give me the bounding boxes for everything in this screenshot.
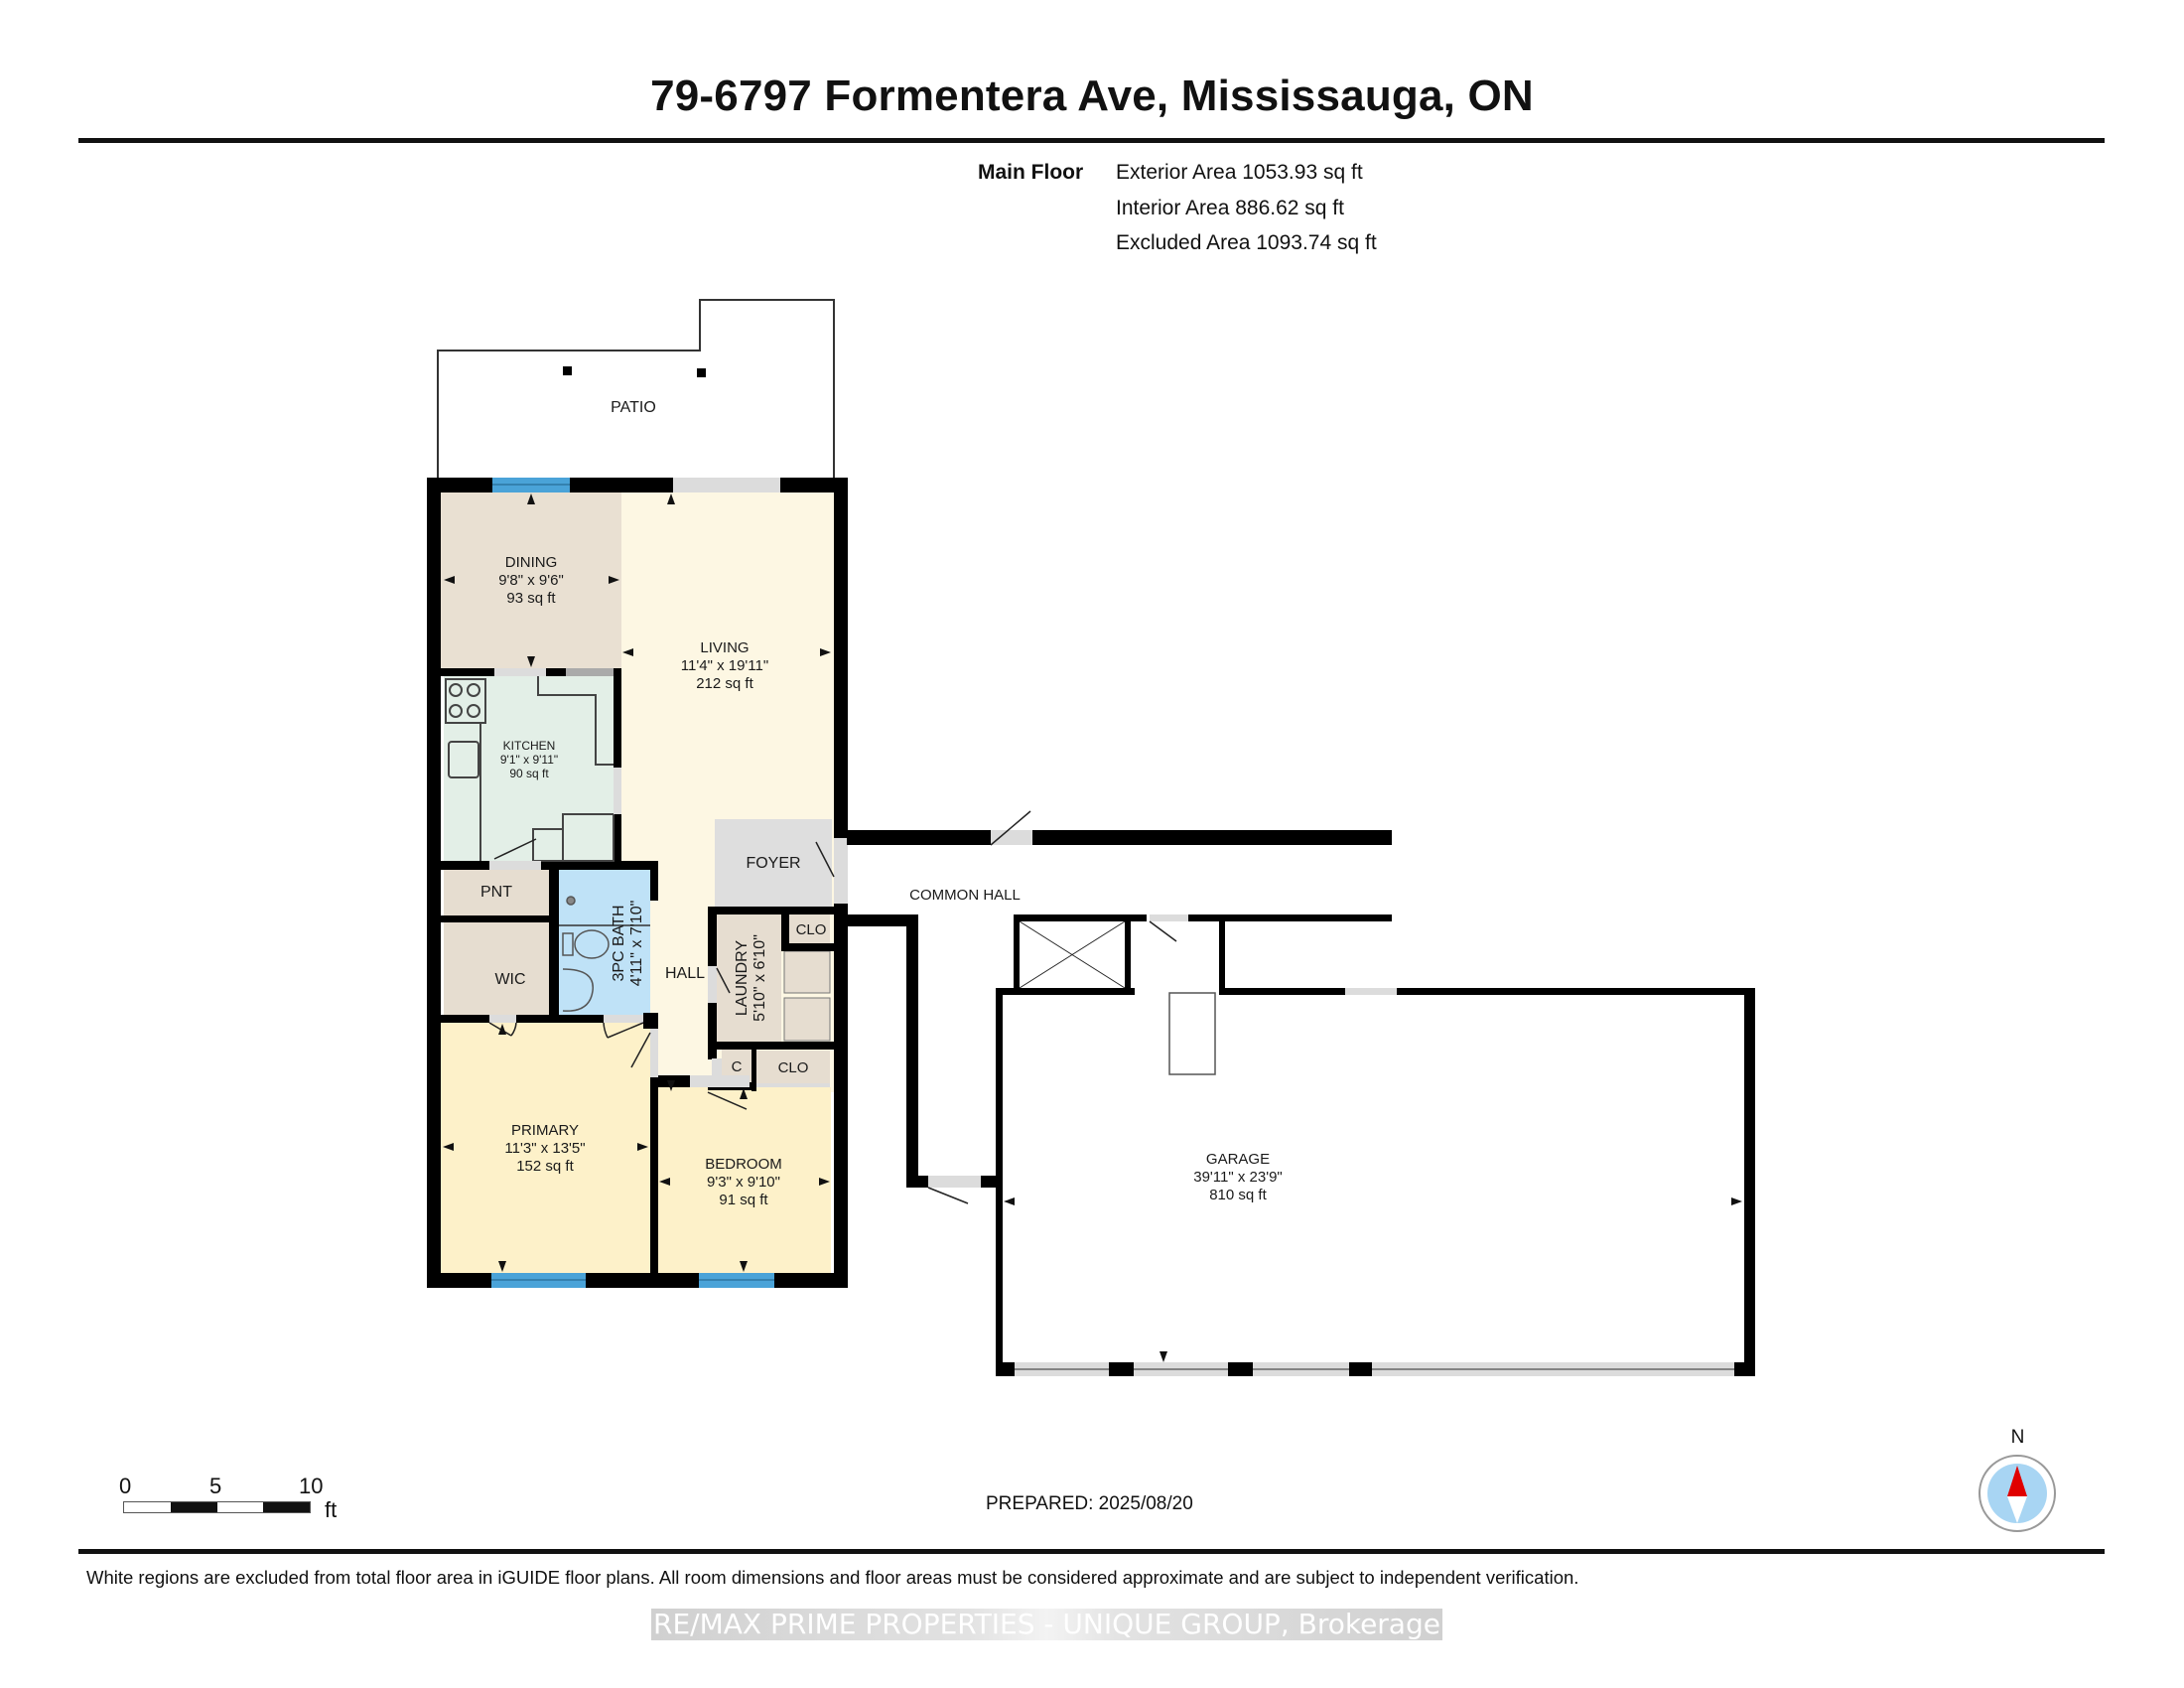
closet-foyer	[789, 912, 830, 945]
common-hall-label: COMMON HALL	[909, 887, 1021, 904]
exterior-area: Exterior Area 1053.93 sq ft	[1116, 161, 1363, 184]
foyer-label: FOYER	[746, 855, 800, 872]
primary-room	[440, 1023, 650, 1273]
primary-area: 152 sq ft	[516, 1158, 574, 1175]
scale-unit: ft	[325, 1497, 338, 1522]
toilet-icon	[574, 929, 610, 959]
kitchen-area: 90 sq ft	[509, 767, 549, 780]
post-icon	[697, 368, 706, 377]
excluded-area: Excluded Area 1093.74 sq ft	[1116, 231, 1377, 254]
foyer-room	[715, 819, 832, 909]
closet-bedroom	[756, 1051, 830, 1083]
common-hall-walls	[847, 830, 1755, 1188]
laundry-label: LAUNDRY	[734, 940, 751, 1017]
hall-label: HALL	[665, 965, 705, 982]
post-icon	[563, 366, 572, 375]
header-divider	[78, 138, 2105, 143]
living-area: 212 sq ft	[696, 675, 753, 692]
hall-area	[657, 894, 715, 1087]
dining-area: 93 sq ft	[506, 590, 556, 607]
compass-icon	[1979, 1455, 2056, 1532]
closet-small-label: C	[732, 1058, 743, 1075]
bedroom-dims: 9'3" x 9'10"	[707, 1174, 780, 1191]
disclaimer: White regions are excluded from total fl…	[86, 1567, 1579, 1588]
dryer	[783, 997, 831, 1042]
wic-label: WIC	[494, 971, 525, 988]
closet-bedroom-label: CLO	[778, 1059, 809, 1076]
scale-tick-0: 0	[119, 1474, 132, 1498]
kitchen-counters	[445, 675, 614, 862]
common-hall-doors	[927, 810, 1216, 1204]
living-label: LIVING	[700, 639, 749, 656]
dining-room	[440, 492, 621, 668]
closet-foyer-label: CLO	[796, 921, 827, 938]
scale-bar: 0 5 10 ft	[119, 1474, 357, 1533]
garage-label: GARAGE	[1206, 1151, 1270, 1168]
patio	[437, 299, 835, 478]
dining-label: DINING	[505, 554, 558, 571]
door-swings	[488, 838, 835, 1110]
floor-label: Main Floor	[978, 161, 1084, 184]
primary-label: PRIMARY	[511, 1122, 579, 1139]
brokerage-watermark: RE/MAX PRIME PROPERTIES - UNIQUE GROUP, …	[651, 1608, 1442, 1640]
bath-fixtures	[559, 896, 650, 1012]
dining-dims: 9'8" x 9'6"	[498, 572, 564, 589]
windows	[491, 478, 774, 1288]
door-openings	[489, 478, 848, 1087]
bath-room	[559, 870, 650, 1015]
interior-area: Interior Area 886.62 sq ft	[1116, 196, 1344, 219]
scale-bar-graphic	[123, 1501, 311, 1513]
compass: N	[1976, 1427, 2060, 1536]
bedroom-room	[657, 1087, 831, 1273]
bath-dims: 4'11" x 7'10"	[628, 901, 645, 987]
footer-divider	[78, 1549, 2105, 1554]
living-dims: 11'4" x 19'11"	[681, 657, 768, 674]
pantry-label: PNT	[480, 884, 512, 901]
prepared-date: PREPARED: 2025/08/20	[986, 1493, 1193, 1514]
patio-label: PATIO	[611, 399, 656, 416]
bedroom-label: BEDROOM	[705, 1156, 782, 1173]
garage	[996, 988, 1755, 1376]
bedroom-area: 91 sq ft	[719, 1192, 768, 1208]
kitchen-label: KITCHEN	[503, 739, 556, 753]
bath-label: 3PC BATH	[611, 905, 627, 981]
primary-dims: 11'3" x 13'5"	[504, 1140, 585, 1157]
kitchen-dims: 9'1" x 9'11"	[500, 753, 558, 767]
dimension-arrows	[443, 493, 1742, 1362]
sink-icon	[562, 968, 594, 1012]
page-title: 79-6797 Formentera Ave, Mississauga, ON	[650, 71, 1534, 120]
garage-dims: 39'11" x 23'9"	[1193, 1169, 1283, 1186]
scale-tick-5: 5	[209, 1474, 222, 1498]
shower-head-icon	[566, 896, 576, 906]
wic-room	[444, 921, 549, 1015]
washer	[783, 950, 831, 994]
laundry-room	[717, 914, 781, 1042]
scale-tick-10: 10	[299, 1474, 324, 1498]
pantry-room	[444, 870, 549, 915]
garage-area: 810 sq ft	[1209, 1187, 1267, 1203]
north-label: N	[2010, 1427, 2025, 1448]
laundry-dims: 5'10" x 6'10"	[751, 934, 768, 1022]
